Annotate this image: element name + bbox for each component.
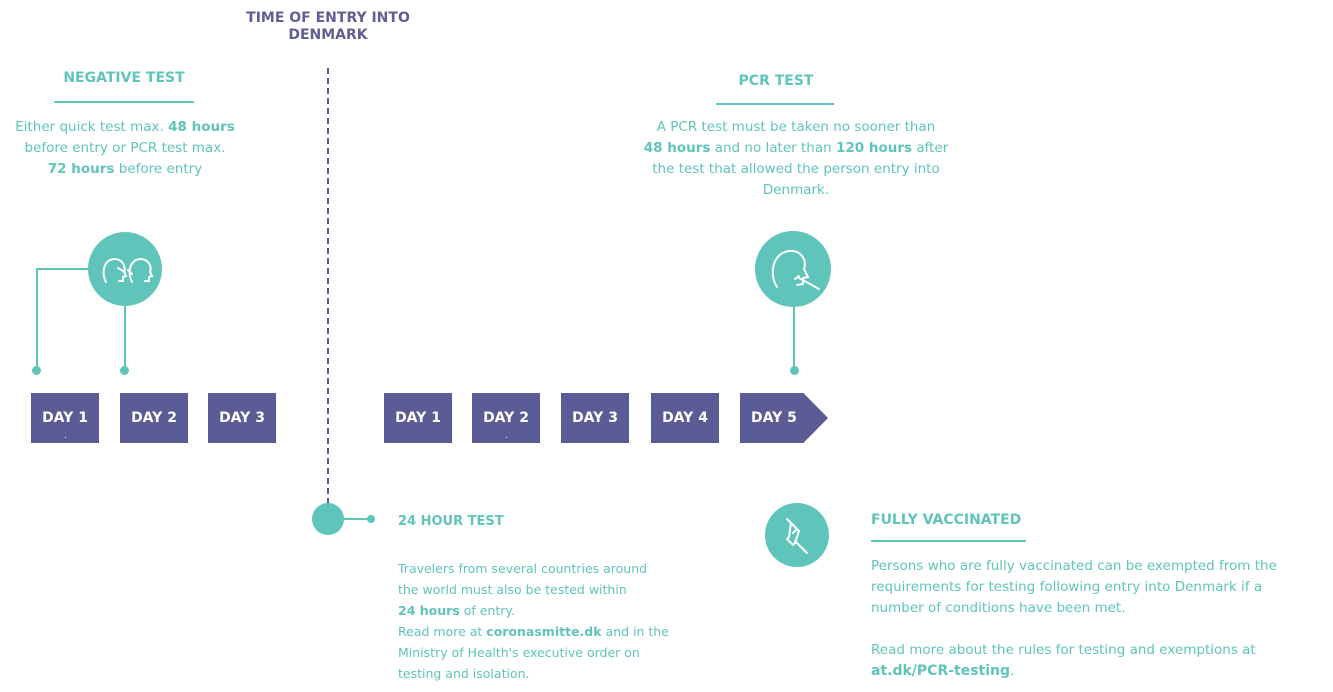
pcr-test-text: A PCR test must be taken no sooner than …: [643, 119, 949, 198]
vaccinated-link[interactable]: at.dk/PCR-testing: [871, 663, 1011, 679]
test-24h-title: 24 HOUR TEST: [398, 514, 504, 529]
day-before-3: DAY 3: [208, 393, 276, 443]
negative-connector-h: [36, 268, 90, 270]
negative-test-title: NEGATIVE TEST: [63, 70, 185, 86]
day-after-1: DAY 1: [384, 393, 452, 443]
negative-connector-v1: [36, 268, 38, 370]
day-before-1: DAY 1: [31, 393, 99, 443]
test-24h-text: Travelers from several countries around …: [398, 561, 669, 681]
negative-connector-v2: [124, 304, 126, 370]
vaccinated-title: FULLY VACCINATED: [871, 512, 1022, 528]
syringe-icon: [765, 503, 829, 567]
negative-connector-dot-1: [32, 366, 41, 375]
entry-test-dot: [312, 503, 344, 535]
swab-test-icon: [755, 231, 831, 307]
negative-test-underline: [54, 101, 194, 103]
entry-dashed-line: [327, 68, 329, 504]
vaccinated-underline: [871, 540, 1026, 542]
day-after-4: DAY 4: [651, 393, 719, 443]
pcr-test-underline: [716, 103, 834, 105]
test-24h-connector: [342, 518, 370, 520]
test-24h-connector-dot: [367, 515, 375, 523]
entry-title: TIME OF ENTRY INTO DENMARK: [246, 10, 410, 43]
day-after-5-arrow: DAY 5: [740, 393, 828, 443]
two-heads-icon: [88, 232, 162, 306]
negative-test-text: Either quick test max. 48 hours before e…: [15, 119, 235, 177]
pcr-connector-v: [793, 305, 795, 370]
pcr-connector-dot: [790, 366, 799, 375]
day-before-2: DAY 2: [120, 393, 188, 443]
vaccinated-text: Persons who are fully vaccinated can be …: [871, 558, 1277, 679]
day-after-2: DAY 2: [472, 393, 540, 443]
negative-connector-dot-2: [120, 366, 129, 375]
day-after-3: DAY 3: [561, 393, 629, 443]
pcr-test-title: PCR TEST: [738, 73, 814, 89]
